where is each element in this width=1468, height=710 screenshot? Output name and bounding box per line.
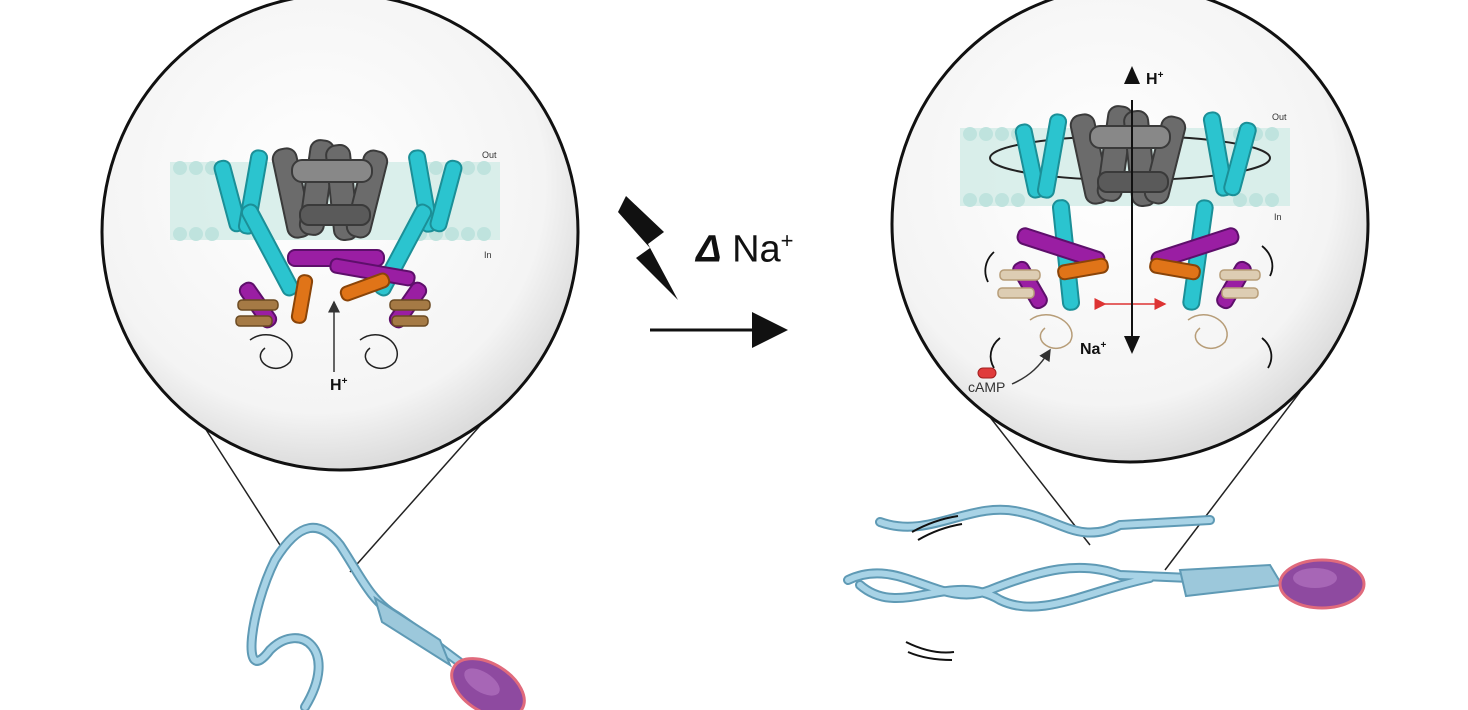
sperm-hyperactive — [843, 504, 1215, 612]
pore-domain-open — [1069, 105, 1187, 208]
proton-label-open: H+ — [1146, 70, 1164, 88]
lightning-bolt-icon — [618, 196, 678, 300]
sperm-midpiece-hyperactive — [1178, 563, 1284, 598]
proton-arrow-up — [1124, 66, 1140, 84]
cnbd-closed — [235, 299, 431, 327]
out-label-closed: Out — [482, 150, 497, 160]
stimulus-label: Δ Na+ — [696, 228, 794, 272]
delta-symbol: Δ — [696, 228, 722, 271]
cnbd-open — [997, 269, 1261, 299]
c-linker-closed — [290, 272, 391, 324]
pore-domain-closed — [271, 139, 389, 242]
sperm-tail-resting — [246, 522, 475, 710]
camp-molecule-icon — [977, 367, 997, 379]
sodium-arrow-down — [1124, 336, 1140, 354]
voltage-sensor-left-closed — [213, 149, 300, 297]
protein-bubble-open: H+ Na+ Out In cAMP — [890, 0, 1370, 464]
c-linker-open — [1057, 257, 1201, 281]
motion-marks-tail — [905, 515, 963, 661]
zoom-line-right-b — [1164, 391, 1301, 571]
sodium-gradient-charge: + — [780, 228, 794, 253]
camp-binding-arrow — [1011, 348, 1051, 385]
out-label-open: Out — [1272, 112, 1287, 122]
camp-label: cAMP — [968, 379, 1005, 395]
sperm-resting — [246, 522, 526, 710]
protein-bubble-closed: H+ Out In — [100, 0, 580, 472]
sodium-label: Na+ — [1080, 340, 1106, 358]
in-label-open: In — [1274, 212, 1282, 222]
sperm-midpiece-resting — [373, 595, 453, 668]
sodium-gradient-ion: Na — [732, 228, 781, 271]
proton-label-closed: H+ — [330, 376, 348, 394]
zoom-line-right-a — [974, 397, 1091, 546]
in-label-closed: In — [484, 250, 492, 260]
